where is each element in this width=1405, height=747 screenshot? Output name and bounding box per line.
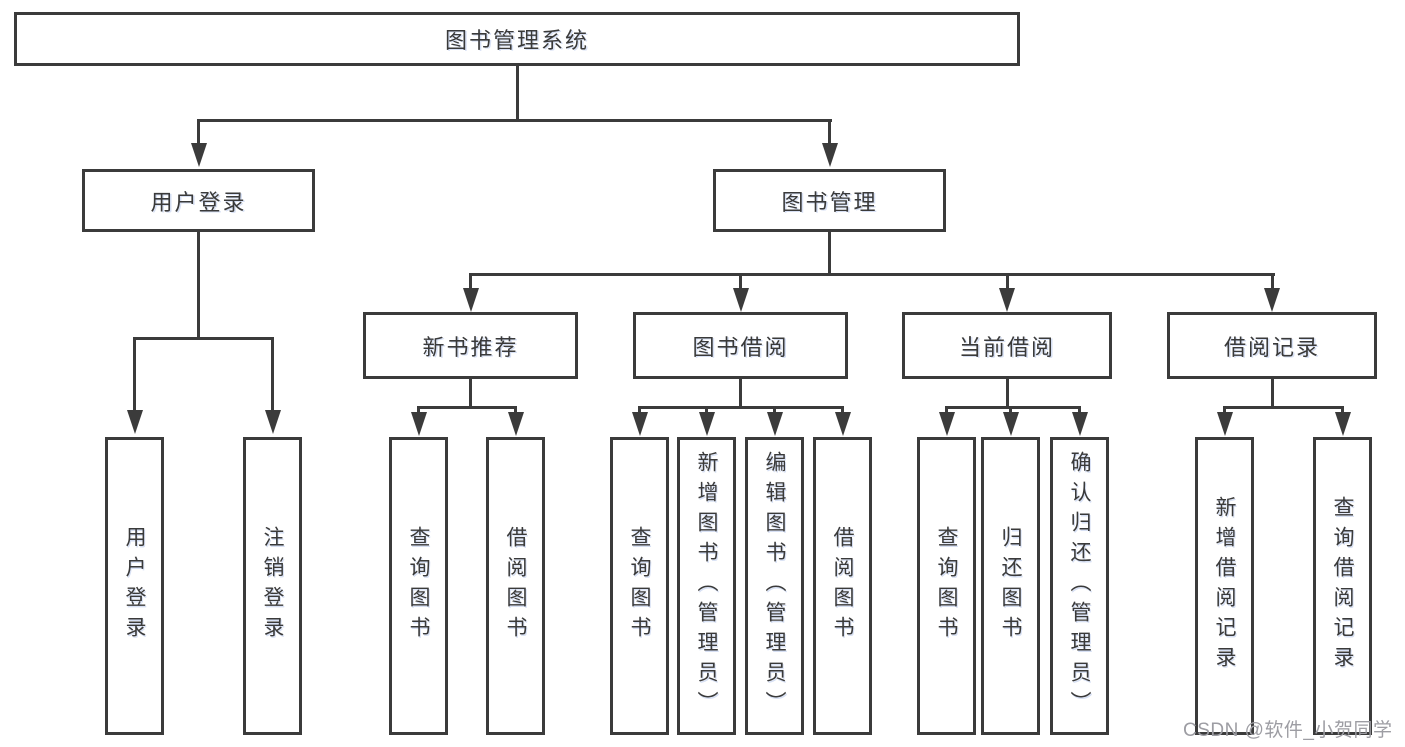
node-label: 图书管理	[781, 189, 878, 215]
leaf-query-books-current: 查询图书	[917, 437, 976, 735]
leaf-label: 确认归还（管理员）	[1068, 451, 1091, 721]
connector-arrow-stem	[1223, 406, 1226, 414]
connector-arrow-stem	[1005, 273, 1009, 290]
leaf-return-books: 归还图书	[981, 437, 1040, 735]
arrow-down-icon	[264, 410, 281, 434]
arrow-down-icon	[1264, 288, 1280, 312]
connector-line-horizontal	[197, 119, 832, 122]
leaf-logout: 注销登录	[243, 437, 302, 735]
leaf-query-borrow-record: 查询借阅记录	[1313, 437, 1372, 735]
leaf-confirm-return-admin: 确认归还（管理员）	[1050, 437, 1109, 735]
leaf-label: 新增借阅记录	[1213, 496, 1236, 676]
leaf-label: 注销登录	[261, 526, 284, 646]
arrow-down-icon	[938, 412, 955, 436]
arrow-down-icon	[507, 412, 524, 436]
arrow-down-icon	[631, 412, 648, 436]
arrow-down-icon	[410, 412, 427, 436]
connector-arrow-stem	[417, 406, 420, 414]
node-label: 当前借阅	[958, 334, 1055, 360]
leaf-borrow-books: 借阅图书	[813, 437, 872, 735]
connector-arrow-stem	[1341, 406, 1344, 414]
node-borrowing-records: 借阅记录	[1167, 312, 1377, 379]
connector-arrow-stem	[705, 406, 708, 414]
arrow-down-icon	[1216, 412, 1233, 436]
connector-line-vertical	[197, 231, 200, 340]
leaf-label: 查询图书	[407, 526, 430, 646]
leaf-label: 用户登录	[123, 526, 146, 646]
arrow-down-icon	[999, 288, 1015, 312]
leaf-borrow-books-recommend: 借阅图书	[486, 437, 545, 735]
connector-arrow-stem	[514, 406, 517, 414]
connector-line-vertical	[1005, 378, 1009, 409]
connector-arrow-stem	[1270, 273, 1274, 290]
node-label: 图书借阅	[692, 334, 789, 360]
leaf-add-book-admin: 新增图书（管理员）	[677, 437, 736, 735]
leaf-query-books-recommend: 查询图书	[389, 437, 448, 735]
arrow-down-icon	[126, 410, 143, 434]
arrow-down-icon	[698, 412, 715, 436]
node-label: 用户登录	[150, 189, 247, 215]
leaf-label: 编辑图书（管理员）	[763, 451, 786, 721]
connector-line-horizontal	[133, 337, 274, 340]
leaf-edit-book-admin: 编辑图书（管理员）	[745, 437, 804, 735]
connector-line-horizontal	[1223, 406, 1344, 409]
arrow-down-icon	[821, 143, 838, 167]
connector-arrow-stem	[133, 337, 136, 412]
leaf-label: 查询借阅记录	[1331, 496, 1354, 676]
connector-arrow-stem	[1009, 406, 1012, 414]
connector-arrow-stem	[828, 119, 831, 145]
connector-arrow-stem	[271, 337, 274, 412]
leaf-add-borrow-record: 新增借阅记录	[1195, 437, 1254, 735]
arrow-down-icon	[462, 288, 479, 312]
arrow-down-icon	[1002, 412, 1019, 436]
connector-arrow-stem	[945, 406, 948, 414]
connector-line-vertical	[1270, 378, 1274, 409]
leaf-label: 借阅图书	[831, 526, 854, 646]
node-label: 新书推荐	[422, 334, 519, 360]
connector-line-horizontal	[638, 406, 844, 409]
arrow-down-icon	[1334, 412, 1351, 436]
connector-line-horizontal	[945, 406, 1081, 409]
arrow-down-icon	[834, 412, 851, 436]
leaf-label: 新增图书（管理员）	[695, 451, 718, 721]
node-library-management-system: 图书管理系统	[14, 12, 1020, 66]
node-current-borrowing: 当前借阅	[902, 312, 1112, 379]
connector-arrow-stem	[469, 273, 472, 290]
arrow-down-icon	[190, 143, 207, 167]
connector-line-horizontal	[469, 273, 1275, 276]
connector-arrow-stem	[773, 406, 776, 414]
connector-line-vertical	[828, 231, 831, 276]
leaf-label: 查询图书	[628, 526, 651, 646]
connector-line-vertical	[739, 378, 742, 409]
arrow-down-icon	[732, 288, 749, 312]
connector-line-vertical	[469, 378, 472, 409]
leaf-query-books-borrow: 查询图书	[610, 437, 669, 735]
connector-arrow-stem	[841, 406, 844, 414]
node-label: 图书管理系统	[444, 28, 589, 53]
connector-arrow-stem	[638, 406, 641, 414]
leaf-user-login: 用户登录	[105, 437, 164, 735]
watermark: CSDN @软件_小贺同学	[1183, 720, 1393, 741]
node-new-book-recommendation: 新书推荐	[363, 312, 578, 379]
connector-arrow-stem	[739, 273, 742, 290]
node-book-management: 图书管理	[713, 169, 946, 232]
connector-arrow-stem	[197, 119, 200, 145]
connector-arrow-stem	[1078, 406, 1081, 414]
connector-line-vertical	[516, 66, 519, 122]
node-label: 借阅记录	[1223, 334, 1320, 360]
arrow-down-icon	[766, 412, 783, 436]
leaf-label: 借阅图书	[504, 526, 527, 646]
leaf-label: 查询图书	[935, 526, 958, 646]
node-user-login: 用户登录	[82, 169, 315, 232]
node-book-borrowing: 图书借阅	[633, 312, 848, 379]
arrow-down-icon	[1071, 412, 1088, 436]
connector-line-horizontal	[417, 406, 517, 409]
leaf-label: 归还图书	[999, 526, 1022, 646]
